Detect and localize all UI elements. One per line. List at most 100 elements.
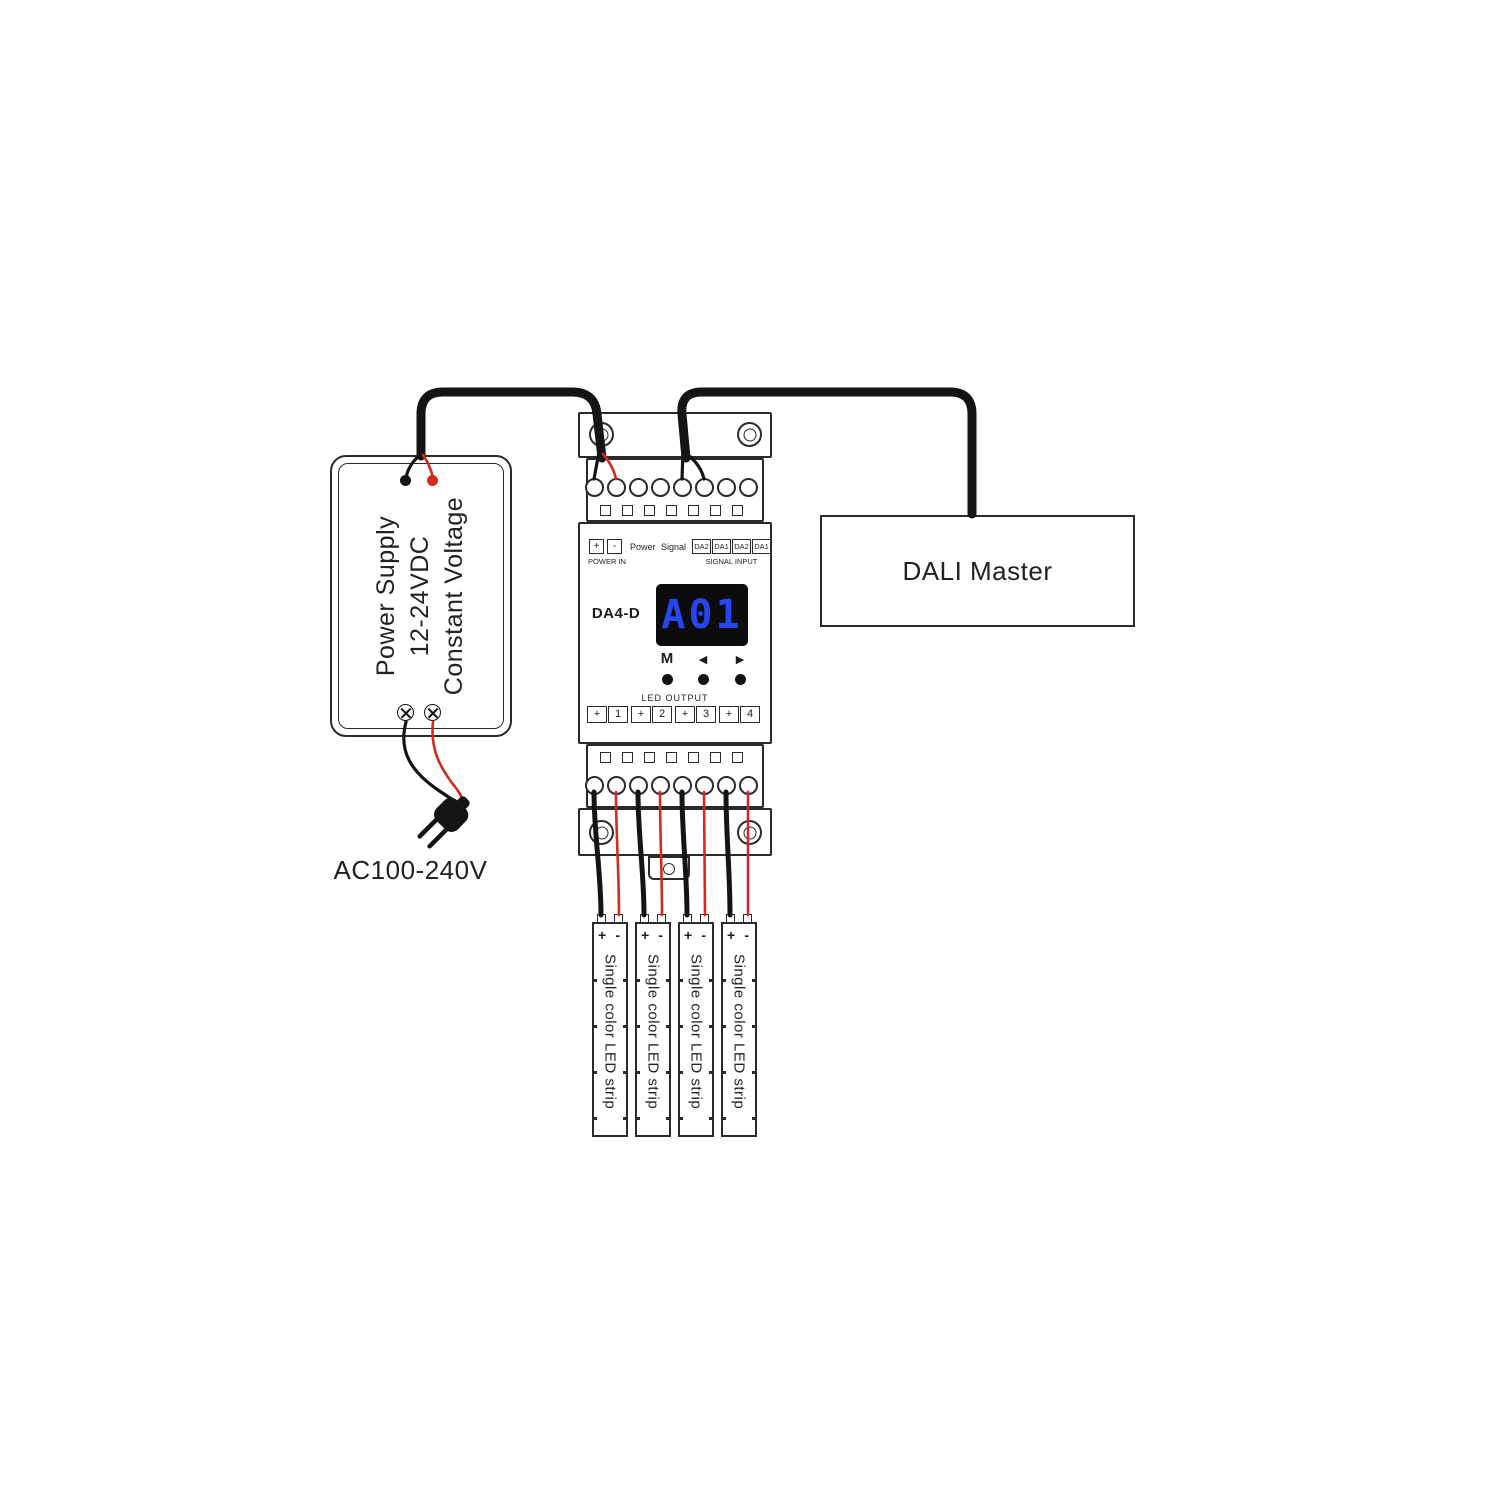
output-screw-5 bbox=[688, 752, 699, 763]
menu-button-label: M bbox=[660, 650, 674, 667]
strip1-plus-pad bbox=[597, 914, 606, 923]
strip3-minus-pad bbox=[700, 914, 709, 923]
right-button bbox=[735, 674, 746, 685]
power-minus-terminal-label: - bbox=[607, 539, 622, 554]
output-terminal-circle-4 bbox=[651, 776, 670, 795]
output-terminal-circle-3 bbox=[629, 776, 648, 795]
output-terminal-circle-1 bbox=[585, 776, 604, 795]
power-label: Power bbox=[630, 542, 656, 552]
input-terminal-7 bbox=[717, 478, 736, 497]
strip3-label: Single color LED strip bbox=[687, 954, 705, 1110]
seven-segment-display: A01 bbox=[656, 584, 748, 646]
right-arrow-icon: ▶ bbox=[735, 654, 745, 666]
strip2-plus-label: + bbox=[641, 927, 650, 943]
led-strip-2: + - Single color LED strip bbox=[635, 914, 671, 1137]
input-screw-2 bbox=[622, 505, 633, 516]
strip2-minus-pad bbox=[657, 914, 666, 923]
input-terminal-4 bbox=[651, 478, 670, 497]
output-terminal-2: 2 bbox=[652, 706, 672, 723]
output-terminal-plus2: + bbox=[631, 706, 651, 723]
input-screw-6 bbox=[710, 505, 721, 516]
model-label: DA4-D bbox=[591, 605, 641, 622]
input-screw-4 bbox=[666, 505, 677, 516]
signal-terminal-da2-a: DA2 bbox=[692, 539, 711, 554]
input-screw-7 bbox=[732, 505, 743, 516]
input-terminal-6 bbox=[695, 478, 714, 497]
output-screw-7 bbox=[732, 752, 743, 763]
strip3-plus-label: + bbox=[684, 927, 693, 943]
output-screw-3 bbox=[644, 752, 655, 763]
input-screw-5 bbox=[688, 505, 699, 516]
ps-ac-terminal-2 bbox=[424, 704, 441, 721]
ps-dc-terminal-positive bbox=[427, 475, 438, 486]
mounting-hole-bottom-right bbox=[737, 820, 762, 845]
ps-ac-terminal-1 bbox=[397, 704, 414, 721]
output-screw-6 bbox=[710, 752, 721, 763]
power-plus-terminal-label: + bbox=[589, 539, 604, 554]
strip1-minus-pad bbox=[614, 914, 623, 923]
strip4-minus-pad bbox=[743, 914, 752, 923]
input-terminal-5 bbox=[673, 478, 692, 497]
left-button bbox=[698, 674, 709, 685]
power-supply-label-line1: Power Supply bbox=[372, 515, 400, 677]
power-cable bbox=[416, 387, 607, 463]
ps-dc-terminal-negative bbox=[400, 475, 411, 486]
led-strip-1: + - Single color LED strip bbox=[592, 914, 628, 1137]
input-screw-3 bbox=[644, 505, 655, 516]
power-supply-body bbox=[330, 455, 512, 737]
strip4-plus-label: + bbox=[727, 927, 736, 943]
output-terminal-circle-8 bbox=[739, 776, 758, 795]
strip1-label: Single color LED strip bbox=[601, 954, 619, 1110]
strip4-label: Single color LED strip bbox=[730, 954, 748, 1110]
ac-voltage-label: AC100-240V bbox=[333, 855, 488, 885]
strip4-minus-label: - bbox=[744, 927, 749, 943]
display-value: A01 bbox=[661, 592, 743, 638]
signal-terminal-da2-b: DA2 bbox=[732, 539, 751, 554]
menu-button bbox=[662, 674, 673, 685]
output-terminal-plus3: + bbox=[675, 706, 695, 723]
input-terminal-2 bbox=[607, 478, 626, 497]
output-terminal-circle-7 bbox=[717, 776, 736, 795]
strip4-plus-pad bbox=[726, 914, 735, 923]
output-terminal-plus4: + bbox=[719, 706, 739, 723]
output-screw-2 bbox=[622, 752, 633, 763]
output-terminal-4: 4 bbox=[740, 706, 760, 723]
power-in-label: POWER IN bbox=[588, 557, 626, 566]
mounting-hole-top-right bbox=[737, 422, 762, 447]
strip3-plus-pad bbox=[683, 914, 692, 923]
strip3-minus-label: - bbox=[701, 927, 706, 943]
input-terminal-1 bbox=[585, 478, 604, 497]
signal-terminal-da1-a: DA1 bbox=[712, 539, 731, 554]
input-screw-1 bbox=[600, 505, 611, 516]
left-arrow-icon: ◀ bbox=[698, 654, 708, 666]
strip1-minus-label: - bbox=[615, 927, 620, 943]
mounting-hole-bottom-left bbox=[589, 820, 614, 845]
mounting-hole-top-left bbox=[589, 422, 614, 447]
led-output-label: LED OUTPUT bbox=[641, 693, 709, 703]
led-strip-4: + - Single color LED strip bbox=[721, 914, 757, 1137]
output-terminal-circle-5 bbox=[673, 776, 692, 795]
input-terminal-8 bbox=[739, 478, 758, 497]
dali-master-label: DALI Master bbox=[902, 555, 1053, 586]
input-terminal-3 bbox=[629, 478, 648, 497]
output-screw-4 bbox=[666, 752, 677, 763]
strip2-plus-pad bbox=[640, 914, 649, 923]
dali-master-box: DALI Master bbox=[820, 515, 1135, 627]
signal-input-label: SIGNAL INPUT bbox=[705, 557, 758, 566]
power-supply-label-line2: 12-24VDC bbox=[406, 535, 434, 657]
output-terminal-3: 3 bbox=[696, 706, 716, 723]
power-supply-label-line3: Constant Voltage bbox=[440, 496, 468, 696]
output-terminal-circle-6 bbox=[695, 776, 714, 795]
output-screw-1 bbox=[600, 752, 611, 763]
strip1-plus-label: + bbox=[598, 927, 607, 943]
power-supply-label: Power Supply 12-24VDC Constant Voltage bbox=[369, 471, 473, 721]
output-terminal-circle-2 bbox=[607, 776, 626, 795]
signal-label: Signal bbox=[661, 542, 687, 552]
output-terminal-1: 1 bbox=[608, 706, 628, 723]
output-terminal-plus1: + bbox=[587, 706, 607, 723]
led-strip-3: + - Single color LED strip bbox=[678, 914, 714, 1137]
power-plug bbox=[417, 796, 470, 849]
strip2-minus-label: - bbox=[658, 927, 663, 943]
signal-terminal-da1-b: DA1 bbox=[752, 539, 771, 554]
